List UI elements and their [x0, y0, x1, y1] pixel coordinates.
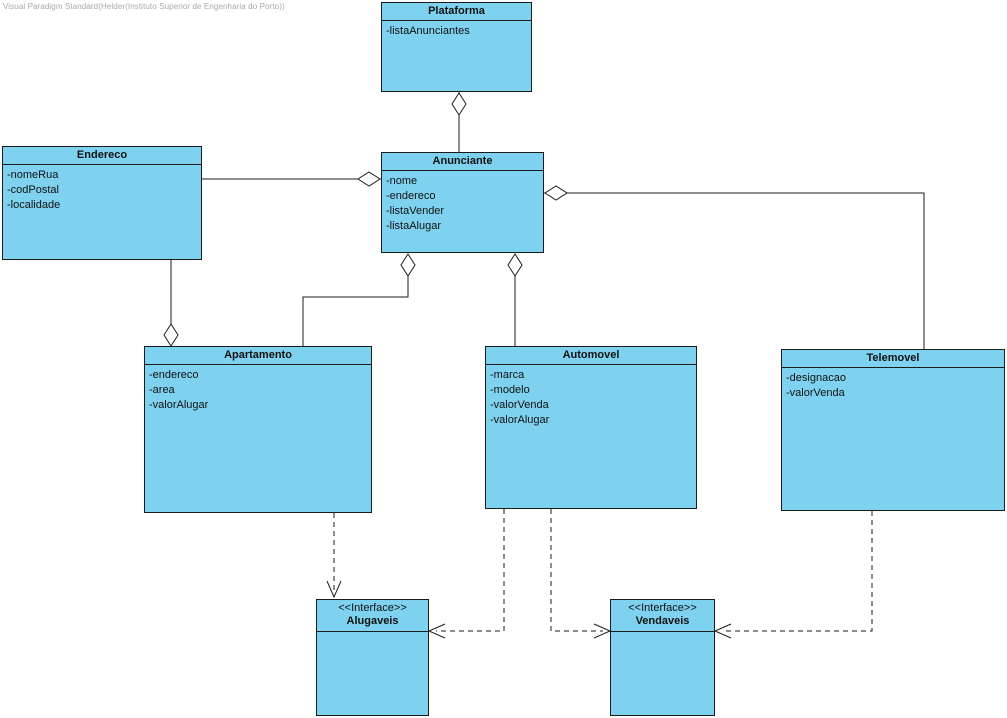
attribute-item: -localidade: [7, 199, 61, 211]
attribute-item: -endereco: [149, 369, 199, 381]
realization-arrowhead-icon: [713, 623, 732, 639]
attribute-list-alugaveis: [317, 632, 428, 715]
interface-header-alugaveis: <<Interface>> Alugaveis: [317, 600, 428, 632]
attribute-item: -endereco: [386, 190, 436, 202]
interface-box-vendaveis[interactable]: <<Interface>> Vendaveis: [610, 599, 715, 716]
edge-anunciante-apartamento: [302, 253, 416, 346]
attribute-item: -listaVender: [386, 205, 445, 217]
attribute-list-plataforma: -listaAnunciantes: [382, 21, 531, 91]
attribute-item: -designacao: [786, 372, 846, 384]
realization-arrowhead-icon: [326, 580, 342, 599]
stereotype-label: <<Interface>>: [628, 602, 697, 614]
aggregation-diamond-icon: [357, 171, 381, 187]
attribute-item: -area: [149, 384, 175, 396]
attribute-item: -valorVenda: [786, 387, 845, 399]
tool-watermark: Visual Paradigm Standard(Helder(Institut…: [3, 2, 285, 11]
edge-endereco-apartamento: [163, 260, 179, 347]
attribute-list-telemovel: -designacao -valorVenda: [782, 368, 1004, 510]
class-name-apartamento: Apartamento: [145, 347, 371, 365]
attribute-item: -marca: [490, 369, 525, 381]
stereotype-label: <<Interface>>: [338, 602, 407, 614]
interface-name-vendaveis: Vendaveis: [635, 615, 690, 627]
edge-telemovel-vendaveis: [713, 511, 873, 639]
class-box-plataforma[interactable]: Plataforma -listaAnunciantes: [381, 2, 532, 92]
interface-box-alugaveis[interactable]: <<Interface>> Alugaveis: [316, 599, 429, 716]
edge-anunciante-automovel: [507, 253, 523, 346]
attribute-item: -codPostal: [7, 184, 59, 196]
class-box-automovel[interactable]: Automovel -marca -modelo -valorVenda -va…: [485, 346, 697, 509]
class-box-telemovel[interactable]: Telemovel -designacao -valorVenda: [781, 349, 1005, 511]
class-name-anunciante: Anunciante: [382, 153, 543, 171]
edge-plataforma-anunciante: [451, 92, 467, 152]
attribute-item: -valorAlugar: [149, 399, 209, 411]
attribute-item: -nomeRua: [7, 169, 59, 181]
aggregation-diamond-icon: [507, 253, 523, 277]
edge-automovel-alugaveis: [427, 509, 505, 639]
realization-arrowhead-icon: [593, 623, 612, 639]
aggregation-diamond-icon: [544, 185, 568, 201]
attribute-item: -nome: [386, 175, 418, 187]
attribute-list-automovel: -marca -modelo -valorVenda -valorAlugar: [486, 365, 696, 508]
attribute-item: -valorAlugar: [490, 414, 550, 426]
edge-anunciante-telemovel: [544, 185, 925, 349]
aggregation-diamond-icon: [163, 323, 179, 347]
interface-name-alugaveis: Alugaveis: [346, 615, 399, 627]
class-box-endereco[interactable]: Endereco -nomeRua -codPostal -localidade: [2, 146, 202, 260]
class-name-endereco: Endereco: [3, 147, 201, 165]
aggregation-diamond-icon: [400, 253, 416, 277]
attribute-item: -modelo: [490, 384, 530, 396]
edge-anunciante-endereco: [202, 171, 381, 187]
attribute-list-apartamento: -endereco -area -valorAlugar: [145, 365, 371, 512]
attribute-list-anunciante: -nome -endereco -listaVender -listaAluga…: [382, 171, 543, 252]
attribute-item: -listaAlugar: [386, 220, 442, 232]
edge-automovel-vendaveis: [550, 509, 612, 639]
attribute-list-vendaveis: [611, 632, 714, 715]
class-box-anunciante[interactable]: Anunciante -nome -endereco -listaVender …: [381, 152, 544, 253]
realization-arrowhead-icon: [427, 623, 446, 639]
class-name-automovel: Automovel: [486, 347, 696, 365]
class-name-telemovel: Telemovel: [782, 350, 1004, 368]
attribute-list-endereco: -nomeRua -codPostal -localidade: [3, 165, 201, 259]
attribute-item: -listaAnunciantes: [386, 25, 470, 37]
class-name-plataforma: Plataforma: [382, 3, 531, 21]
attribute-item: -valorVenda: [490, 399, 549, 411]
interface-header-vendaveis: <<Interface>> Vendaveis: [611, 600, 714, 632]
aggregation-diamond-icon: [451, 92, 467, 116]
edge-apartamento-alugaveis: [326, 513, 342, 599]
class-box-apartamento[interactable]: Apartamento -endereco -area -valorAlugar: [144, 346, 372, 513]
